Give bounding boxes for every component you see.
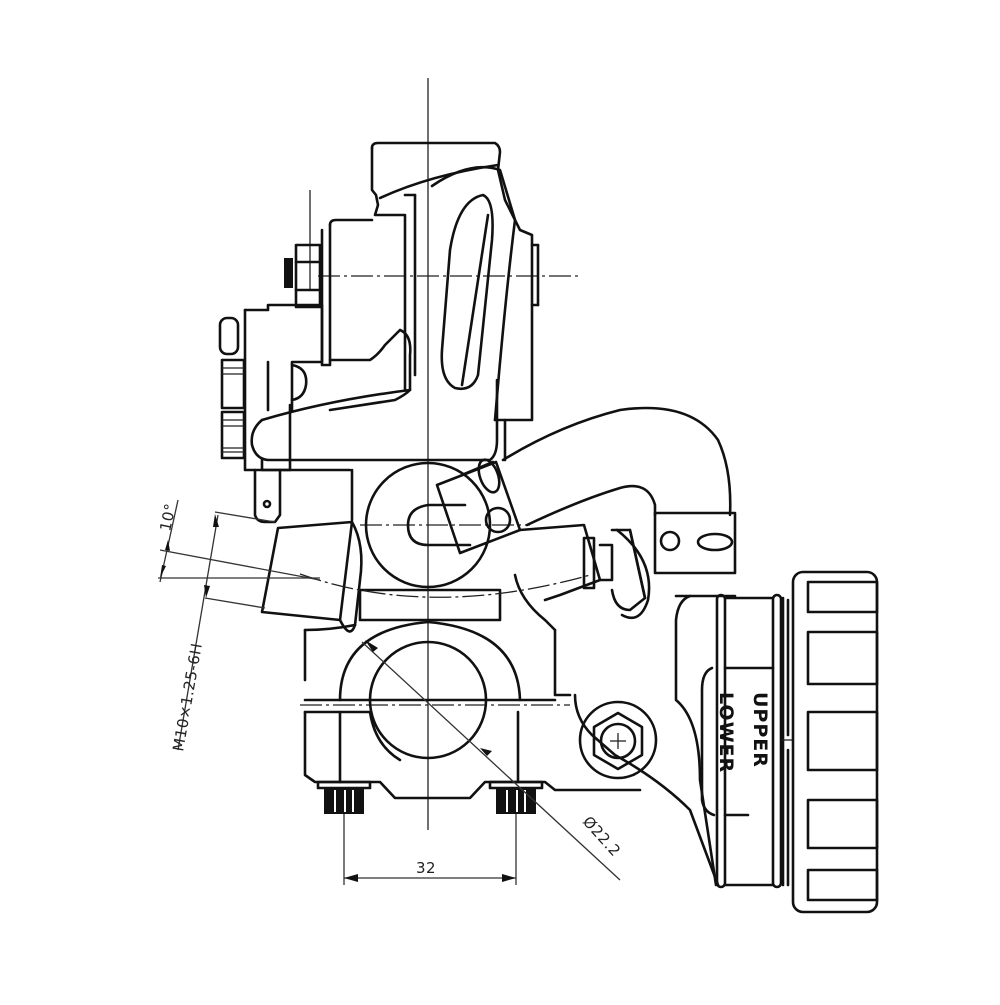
lever-housing xyxy=(370,141,540,422)
spacing-label: 32 xyxy=(416,859,436,877)
angle-label: 10° xyxy=(156,502,179,533)
diameter-label: Ø22.2 xyxy=(579,813,624,861)
upper-label: UPPER xyxy=(749,692,771,768)
reservoir xyxy=(674,570,879,914)
thread-label: M10×1.25-6H xyxy=(169,642,206,753)
switch-body xyxy=(218,218,499,524)
cylinder-body xyxy=(260,406,737,697)
center-lines xyxy=(300,78,578,830)
lower-label: LOWER xyxy=(715,692,737,773)
dimension-lines xyxy=(158,499,621,885)
handlebar-clamp xyxy=(303,620,720,887)
